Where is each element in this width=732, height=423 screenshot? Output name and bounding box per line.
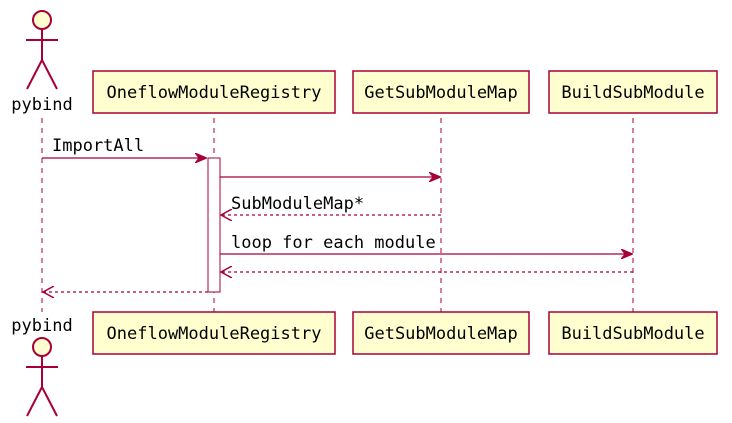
participant-label: GetSubModuleMap [364,83,518,103]
message-label: SubModuleMap* [231,194,364,214]
activation-bar [207,157,221,293]
participant-label: BuildSubModule [561,324,704,344]
actor-label-bottom: pybind [11,316,72,336]
actor-pybind-bottom: pybind [11,316,73,417]
participant-label: OneflowModuleRegistry [107,324,322,344]
participant-get-sub-module-map-top: GetSubModuleMap [352,70,530,114]
participant-build-sub-module-bottom: BuildSubModule [548,311,718,355]
message-import-all: ImportAll [42,136,206,158]
message-label: ImportAll [52,136,144,156]
actor-head-icon [32,10,52,30]
participant-oneflow-module-registry-bottom: OneflowModuleRegistry [92,311,336,355]
participant-label: GetSubModuleMap [364,324,518,344]
message-label: loop for each module [231,233,436,253]
participant-build-sub-module-top: BuildSubModule [548,70,718,114]
participant-label: OneflowModuleRegistry [107,83,322,103]
participant-label: BuildSubModule [561,83,704,103]
participant-get-sub-module-map-bottom: GetSubModuleMap [352,311,530,355]
actor-label-top: pybind [11,95,72,115]
message-sub-module-map-return: SubModuleMap* [221,194,441,215]
actor-pybind-top: pybind [11,10,73,115]
message-loop-for-each-module: loop for each module [220,233,632,254]
participant-oneflow-module-registry-top: OneflowModuleRegistry [92,70,336,114]
actor-head-icon [32,337,52,357]
